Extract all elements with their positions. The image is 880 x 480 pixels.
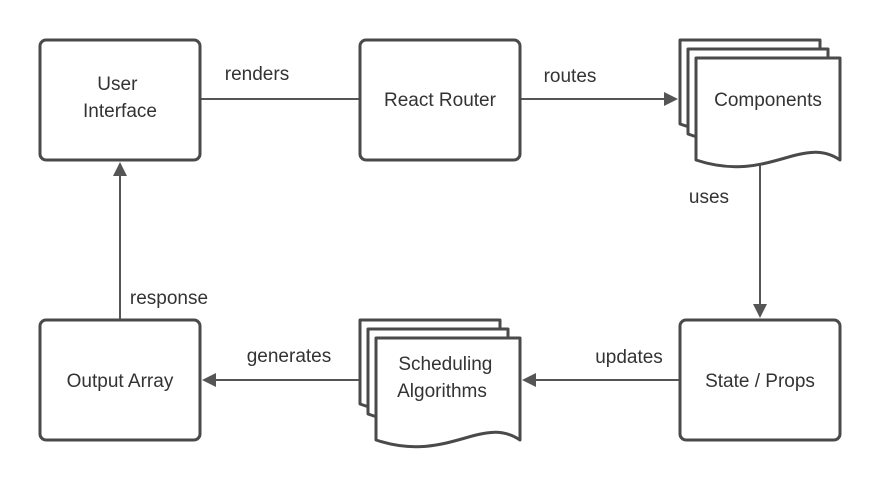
edge-routes-arrowhead	[664, 92, 678, 106]
node-user-interface-line-2: Interface	[83, 101, 157, 122]
node-user-interface-label: User Interface	[83, 74, 157, 122]
node-user-interface-box	[38, 38, 202, 162]
edge-routes-label: routes	[544, 66, 597, 87]
node-output-array: Output Array	[38, 318, 202, 442]
components-doc-front	[694, 56, 842, 169]
edge-response-label: response	[130, 288, 208, 309]
node-components-label: Components	[714, 90, 822, 111]
edge-uses	[753, 152, 767, 318]
node-output-array-box	[38, 318, 202, 442]
node-state-props-label: State / Props	[705, 371, 815, 392]
node-react-router: React Router	[358, 38, 522, 162]
node-user-interface: User Interface	[38, 38, 202, 162]
edge-updates	[522, 373, 680, 387]
node-state-props: State / Props	[678, 318, 842, 442]
edge-renders-label: renders	[225, 64, 289, 85]
edge-generates-arrowhead	[202, 373, 216, 387]
edge-updates-label: updates	[595, 347, 663, 368]
edge-updates-arrowhead	[522, 373, 536, 387]
edge-generates-label: generates	[247, 346, 332, 367]
node-react-router-box	[358, 38, 522, 162]
node-state-props-box	[678, 318, 842, 442]
edge-response	[113, 162, 127, 320]
edge-routes	[520, 92, 678, 106]
edge-response-arrowhead	[113, 162, 127, 176]
node-scheduling-algorithms-line-2: Algorithms	[397, 381, 487, 402]
node-components: Components	[678, 38, 842, 169]
edge-uses-label: uses	[689, 187, 729, 208]
node-scheduling-algorithms-line-1: Scheduling	[398, 354, 492, 375]
node-scheduling-algorithms-label: Scheduling Algorithms	[397, 354, 498, 402]
node-scheduling-algorithms: Scheduling Algorithms	[358, 318, 522, 449]
edge-generates	[202, 373, 360, 387]
node-output-array-label: Output Array	[67, 371, 174, 392]
scheduling-doc-front	[374, 336, 522, 449]
node-react-router-label: React Router	[384, 90, 497, 111]
edge-uses-arrowhead	[753, 304, 767, 318]
node-user-interface-line-1: User	[97, 74, 138, 95]
